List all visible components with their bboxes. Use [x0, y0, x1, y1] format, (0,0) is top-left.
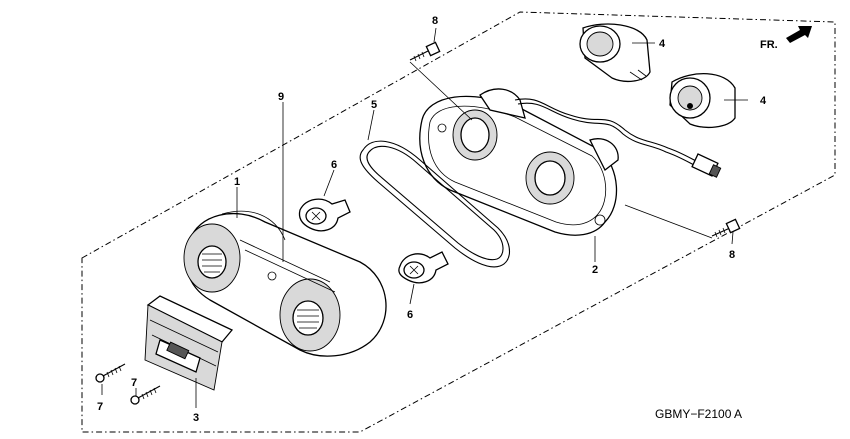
- seal-part-5: [359, 140, 511, 268]
- socket-part-4-upper: [579, 23, 651, 83]
- callout-6-upper: 6: [331, 159, 337, 171]
- leader-lines: [101, 27, 748, 408]
- callout-8-upper: 8: [432, 15, 438, 27]
- front-direction-label: FR.: [760, 39, 778, 51]
- bulb-part-6-lower: [398, 251, 449, 284]
- screw-part-7-right: [130, 385, 161, 405]
- front-direction-indicator: FR.: [760, 26, 812, 51]
- callout-labels: 1 2 3 4 4 5 6 6 7 7 8 8 9: [97, 15, 767, 424]
- callout-8-lower: 8: [729, 249, 735, 261]
- bracket-part-3: [144, 295, 234, 391]
- callout-7-right: 7: [131, 377, 137, 389]
- screw-part-7-left: [95, 363, 126, 383]
- bulb-part-6-upper: [298, 198, 351, 232]
- callout-4-lower: 4: [760, 95, 767, 107]
- callout-3: 3: [193, 412, 199, 424]
- callout-7-left: 7: [97, 401, 103, 413]
- callout-6-lower: 6: [407, 309, 413, 321]
- diagram-code: GBMY−F2100 A: [655, 407, 742, 421]
- bolt-part-8-upper: [409, 41, 441, 62]
- bolt-part-8-lower: [711, 218, 741, 238]
- callout-5: 5: [371, 99, 377, 111]
- front-arrow-icon: [786, 26, 812, 43]
- lens-part-1: [183, 210, 387, 357]
- callout-2: 2: [592, 264, 598, 276]
- assembly-boundary: [81, 11, 836, 433]
- callout-4-upper: 4: [659, 38, 666, 50]
- socket-part-4-lower: [669, 72, 736, 129]
- callout-1: 1: [234, 176, 240, 188]
- callout-9: 9: [278, 91, 284, 103]
